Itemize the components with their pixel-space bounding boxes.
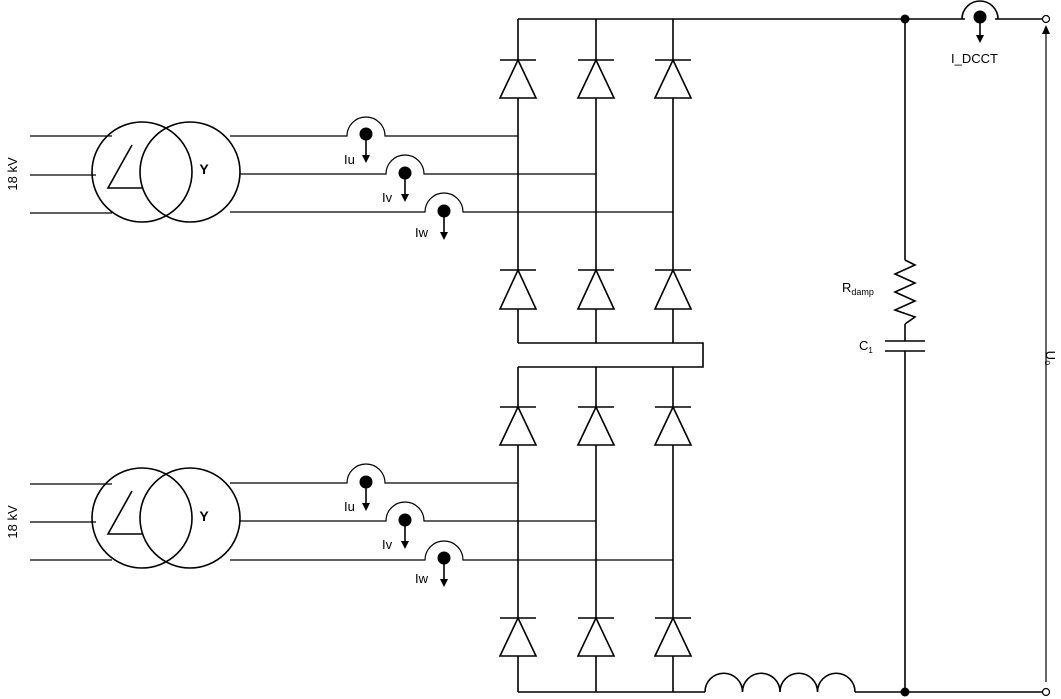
diode bbox=[653, 268, 693, 310]
current-sensor-iw-top: Iw bbox=[415, 204, 451, 240]
output-terminal-positive bbox=[1041, 14, 1051, 24]
diode bbox=[653, 405, 693, 446]
current-sensor-iv-bottom: Iv bbox=[382, 513, 412, 552]
winding-label-y: Y bbox=[199, 161, 209, 177]
diode bbox=[576, 405, 616, 446]
diode bbox=[576, 616, 616, 657]
diode bbox=[576, 268, 616, 310]
svg-text:Iw: Iw bbox=[415, 225, 429, 240]
phase-lines-top bbox=[230, 116, 673, 213]
output-voltage-arrow: U₀ bbox=[1042, 25, 1058, 682]
phase-lines-bottom bbox=[230, 463, 673, 561]
diode bbox=[653, 58, 693, 99]
diode bbox=[498, 268, 538, 310]
winding-label-y: Y bbox=[199, 508, 209, 524]
svg-text:Iv: Iv bbox=[382, 190, 393, 205]
junction-dot-top bbox=[900, 14, 910, 24]
diode bbox=[653, 616, 693, 657]
output-terminal-negative bbox=[1041, 687, 1051, 697]
transformer-bottom: Y 18 kV bbox=[5, 467, 241, 569]
current-sensor-iu-top: Iu bbox=[344, 127, 373, 167]
svg-text:I_DCCT: I_DCCT bbox=[951, 51, 998, 66]
diode bbox=[498, 616, 538, 657]
current-sensor-iv-top: Iv bbox=[382, 166, 412, 205]
diode bbox=[498, 58, 538, 99]
damping-resistor: Rdamp bbox=[842, 259, 917, 325]
svg-text:Iu: Iu bbox=[344, 152, 355, 167]
delta-winding-icon bbox=[106, 144, 142, 189]
output-voltage-label: U₀ bbox=[1043, 351, 1058, 366]
capacitor-c1: C1 bbox=[859, 338, 925, 355]
diode bbox=[498, 405, 538, 446]
current-sensor-iu-bottom: Iu bbox=[344, 475, 373, 514]
diode bbox=[576, 58, 616, 99]
voltage-label-top: 18 kV bbox=[5, 157, 20, 191]
svg-text:Iu: Iu bbox=[344, 499, 355, 514]
svg-text:Rdamp: Rdamp bbox=[842, 280, 874, 297]
smoothing-inductor bbox=[704, 672, 856, 693]
svg-text:Iw: Iw bbox=[415, 571, 429, 586]
voltage-label-bottom: 18 kV bbox=[5, 505, 20, 539]
svg-text:C1: C1 bbox=[859, 338, 873, 355]
current-sensor-iw-bottom: Iw bbox=[415, 551, 451, 587]
transformer-top: Y 18 kV bbox=[5, 121, 241, 223]
junction-dot-bottom bbox=[900, 687, 910, 697]
dcct-sensor: I_DCCT bbox=[951, 0, 999, 66]
dc-bus-wiring bbox=[517, 18, 1043, 693]
svg-text:Iv: Iv bbox=[382, 537, 393, 552]
delta-winding-icon bbox=[106, 490, 142, 535]
